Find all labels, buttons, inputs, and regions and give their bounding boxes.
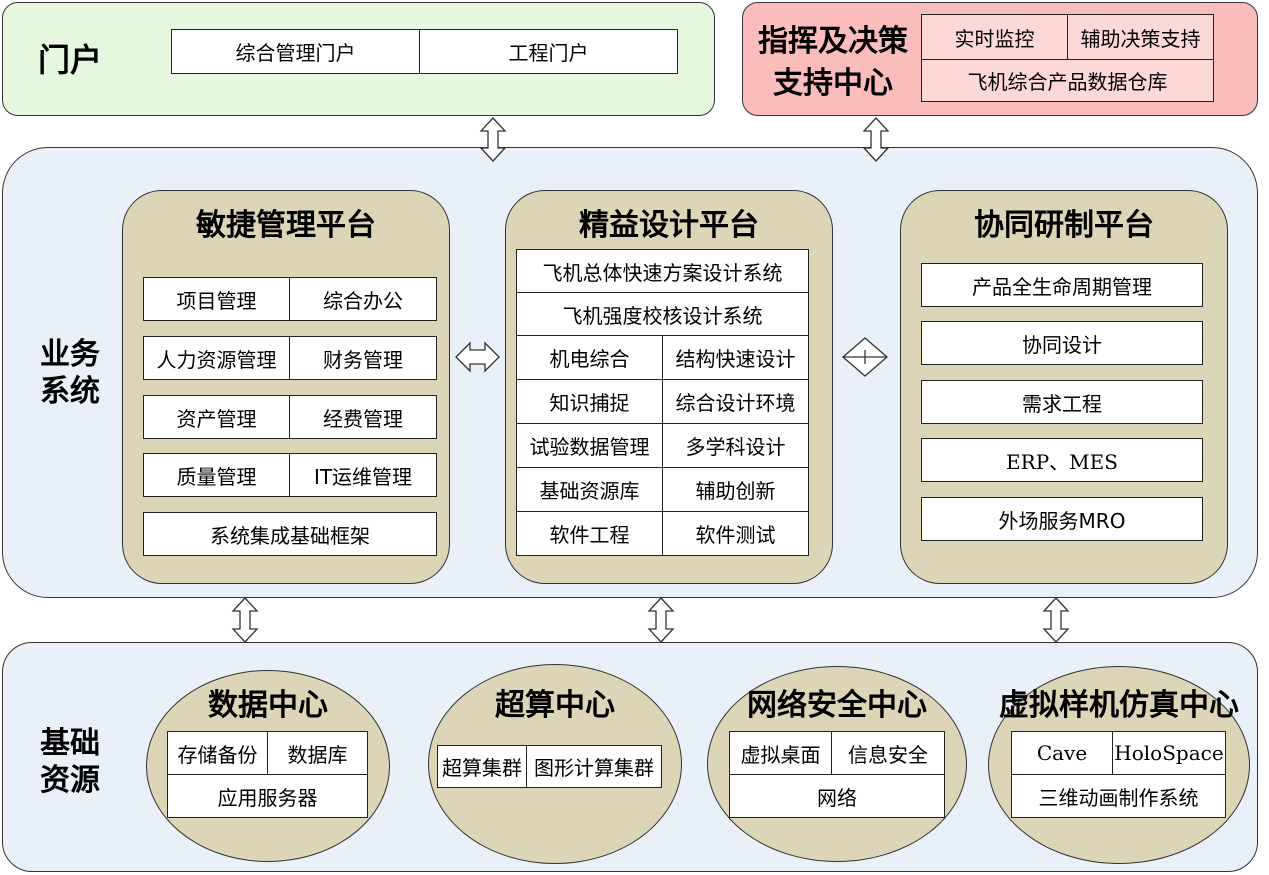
agile-cell-office: 综合办公	[289, 277, 437, 321]
collab-cell-collab-design: 协同设计	[921, 321, 1203, 365]
agile-cell-integration-framework: 系统集成基础框架	[143, 512, 437, 556]
command-item-data-warehouse: 飞机综合产品数据仓库	[921, 59, 1214, 102]
business-system-label: 业务 系统	[40, 337, 100, 409]
lean-cell-innovation: 辅助创新	[662, 467, 809, 512]
vp-cell-holospace: HoloSpace	[1112, 731, 1226, 775]
data-center-cell-backup: 存储备份	[167, 731, 268, 775]
arrow-business-supercomputing	[647, 597, 675, 643]
command-center-title-line2: 支持中心	[773, 66, 893, 101]
lean-cell-aircraft-scheme: 飞机总体快速方案设计系统	[516, 249, 809, 293]
virtual-prototype-center-title: 虚拟样机仿真中心	[999, 688, 1239, 723]
collab-cell-plm: 产品全生命周期管理	[921, 263, 1203, 307]
lean-cell-knowledge-capture: 知识捕捉	[516, 379, 663, 424]
portal-title: 门户	[37, 41, 102, 79]
agile-cell-it-ops: IT运维管理	[289, 453, 437, 497]
lean-cell-electromech: 机电综合	[516, 335, 663, 380]
collab-cell-erp-mes: ERP、MES	[921, 438, 1203, 482]
data-center-title: 数据中心	[208, 688, 328, 723]
lean-cell-strength-check: 飞机强度校核设计系统	[516, 292, 809, 336]
lean-cell-test-data: 试验数据管理	[516, 423, 663, 468]
infrastructure-label: 基础 资源	[40, 726, 100, 798]
network-cell-info-security: 信息安全	[831, 731, 945, 775]
vp-cell-3d-animation: 三维动画制作系统	[1011, 774, 1226, 818]
super-cell-cluster: 超算集群	[437, 745, 527, 788]
command-item-decision-support: 辅助决策支持	[1067, 14, 1214, 60]
data-center-cell-app-server: 应用服务器	[167, 774, 368, 818]
lean-cell-multidiscipline: 多学科设计	[662, 423, 809, 468]
agile-cell-project-mgmt: 项目管理	[143, 277, 290, 321]
arrow-business-virtual-prototype	[1042, 597, 1070, 643]
lean-cell-structure-design: 结构快速设计	[662, 335, 809, 380]
network-cell-virtual-desktop: 虚拟桌面	[729, 731, 832, 775]
arrow-business-datacenter	[231, 597, 259, 643]
agile-cell-asset-mgmt: 资产管理	[143, 395, 290, 439]
agile-cell-quality-mgmt: 质量管理	[143, 453, 290, 497]
portal-item-engineering: 工程门户	[419, 29, 678, 74]
command-center-title-line1: 指挥及决策	[758, 24, 908, 59]
lean-platform-title: 精益设计平台	[579, 208, 759, 243]
supercomputing-center-title: 超算中心	[495, 688, 615, 723]
collab-cell-mro: 外场服务MRO	[921, 497, 1203, 541]
command-item-realtime-monitor: 实时监控	[921, 14, 1068, 60]
network-security-center-title: 网络安全中心	[747, 688, 927, 723]
lean-cell-resource-library: 基础资源库	[516, 467, 663, 512]
agile-platform-title: 敏捷管理平台	[196, 208, 376, 243]
agile-cell-hr-mgmt: 人力资源管理	[143, 336, 290, 380]
collab-platform-title: 协同研制平台	[974, 208, 1154, 243]
network-cell-network: 网络	[729, 774, 945, 818]
portal-item-comprehensive: 综合管理门户	[171, 29, 420, 74]
vp-cell-cave: Cave	[1011, 731, 1113, 775]
super-cell-graphics-cluster: 图形计算集群	[526, 745, 662, 788]
agile-cell-finance-mgmt: 财务管理	[289, 336, 437, 380]
lean-cell-software-eng: 软件工程	[516, 511, 663, 556]
lean-cell-software-test: 软件测试	[662, 511, 809, 556]
collab-cell-requirements: 需求工程	[921, 380, 1203, 424]
data-center-cell-database: 数据库	[267, 731, 368, 775]
lean-cell-design-environment: 综合设计环境	[662, 379, 809, 424]
agile-cell-fund-mgmt: 经费管理	[289, 395, 437, 439]
